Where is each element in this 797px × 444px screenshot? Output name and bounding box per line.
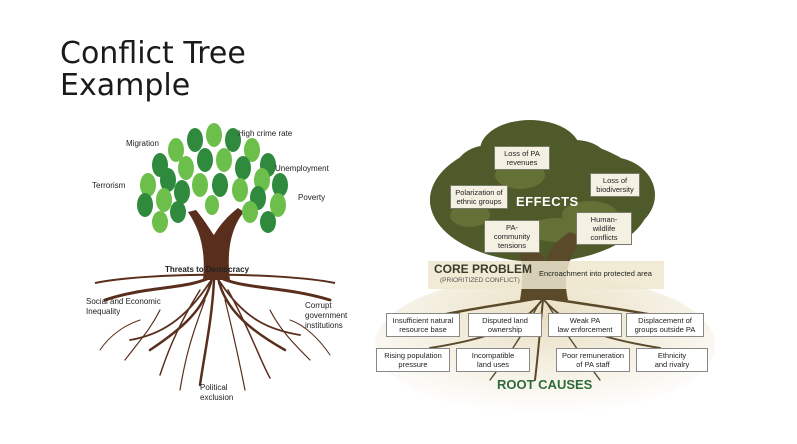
cause-line: ownership (487, 325, 523, 334)
core-problem-subtitle: (PRIORITIZED CONFLICT) (440, 277, 520, 284)
effect-box-line: tensions (498, 241, 526, 250)
cause-line: Rising population (384, 351, 442, 360)
center-label-threats-to-democracy: Threats to Democracy (165, 265, 250, 274)
core-problem-text: Encroachment into protected area (539, 269, 652, 278)
cause-line: groups outside PA (634, 325, 696, 334)
cause-displacement-of-groups: Displacement of groups outside PA (626, 313, 704, 337)
cause-line: Displacement of (638, 316, 692, 325)
root-right-line-1: Corrupt (305, 301, 332, 310)
cause-line: land uses (476, 360, 510, 369)
effect-human-wildlife-conflicts: Human-wildlife conflicts (576, 212, 632, 245)
effect-box-line: conflicts (590, 233, 618, 242)
cause-line: Poor remuneration (561, 351, 625, 360)
cause-ethnicity-and-rivalry: Ethnicity and rivalry (636, 348, 708, 372)
effect-unemployment: Unemployment (275, 164, 329, 173)
cause-line: of PA staff (576, 360, 610, 369)
effect-box-line: PA-community (493, 223, 531, 241)
effect-pa-community-tensions: PA-community tensions (484, 220, 540, 253)
cause-line: Weak PA (569, 316, 601, 325)
effect-migration: Migration (126, 139, 159, 148)
root-right-line-2: government (305, 311, 348, 320)
effect-loss-of-pa-revenues: Loss of PA revenues (494, 146, 550, 170)
root-social-economic-inequality: Social and Economic Inequality (86, 297, 161, 317)
effect-box-line: Loss of PA (504, 149, 540, 158)
cause-rising-population-pressure: Rising population pressure (376, 348, 450, 372)
effect-poverty: Poverty (298, 193, 326, 202)
slide-title: Conflict Tree Example (60, 38, 246, 102)
effect-high-crime-rate: High crime rate (238, 129, 293, 138)
cause-line: and rivalry (654, 360, 690, 369)
effect-box-line: revenues (506, 158, 538, 167)
effect-box-line: Loss of (602, 176, 628, 185)
title-line-2: Example (60, 68, 191, 103)
effect-loss-of-biodiversity: Loss of biodiversity (590, 173, 640, 197)
root-bottom-line-2: exclusion (200, 393, 234, 402)
root-corrupt-government-institutions: Corrupt government institutions (305, 301, 347, 331)
root-political-exclusion: Political exclusion (200, 383, 233, 403)
cause-line: Ethnicity (657, 351, 687, 360)
cause-insufficient-natural-resource-base: Insufficient natural resource base (386, 313, 460, 337)
effect-box-line: Human-wildlife (590, 215, 618, 233)
root-causes-heading: ROOT CAUSES (497, 377, 593, 392)
cause-line: Incompatible (471, 351, 515, 360)
cause-line: Insufficient natural (392, 316, 454, 325)
cause-line: resource base (399, 325, 447, 334)
root-right-line-3: institutions (305, 321, 343, 330)
root-bottom-line-1: Political (200, 383, 228, 392)
effect-polarization-of-ethnic-groups: Polarization of ethnic groups (450, 185, 508, 209)
cause-line: law enforcement (557, 325, 613, 334)
cause-disputed-land-ownership: Disputed land ownership (468, 313, 542, 337)
cause-line: Disputed land (482, 316, 528, 325)
cause-incompatible-land-uses: Incompatible land uses (456, 348, 530, 372)
cause-line: pressure (398, 360, 428, 369)
title-line-1: Conflict Tree (60, 36, 246, 71)
effect-box-line: Polarization of (455, 188, 503, 197)
root-left-line-1: Social and Economic (86, 297, 161, 306)
cause-weak-pa-law-enforcement: Weak PA law enforcement (548, 313, 622, 337)
effect-terrorism: Terrorism (92, 181, 126, 190)
effect-box-line: biodiversity (596, 185, 634, 194)
cause-poor-remuneration-pa-staff: Poor remuneration of PA staff (556, 348, 630, 372)
effects-heading: EFFECTS (516, 194, 579, 209)
effect-box-line: ethnic groups (456, 197, 502, 206)
root-left-line-2: Inequality (86, 307, 121, 316)
core-problem-heading: CORE PROBLEM (434, 262, 533, 276)
